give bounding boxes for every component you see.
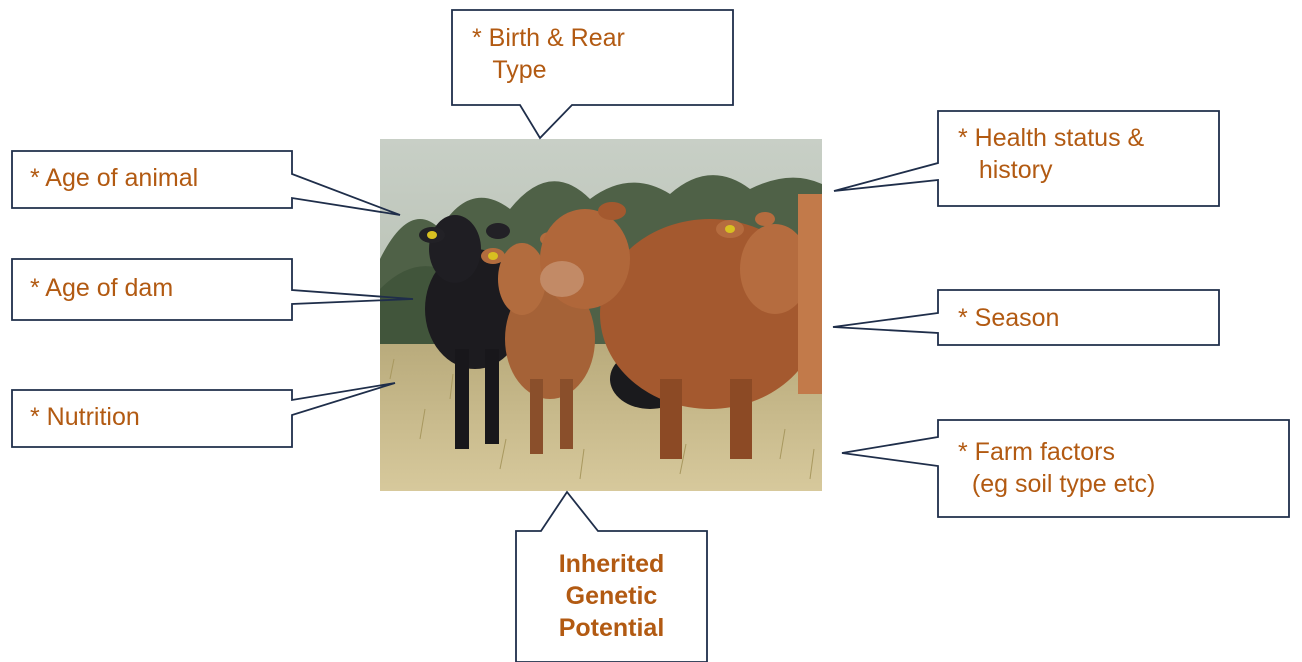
callout-season-text: * Season xyxy=(958,302,1059,334)
callout-health-text: * Health status & history xyxy=(958,122,1144,186)
callout-age-animal-text: * Age of animal xyxy=(30,162,198,194)
callout-age-dam-text: * Age of dam xyxy=(30,272,173,304)
callout-inherited-text: Inherited Genetic Potential xyxy=(516,548,707,644)
callout-nutrition-text: * Nutrition xyxy=(30,401,140,433)
callout-farm-text: * Farm factors (eg soil type etc) xyxy=(958,436,1155,500)
callout-birth-rear-text: * Birth & Rear Type xyxy=(472,22,625,86)
